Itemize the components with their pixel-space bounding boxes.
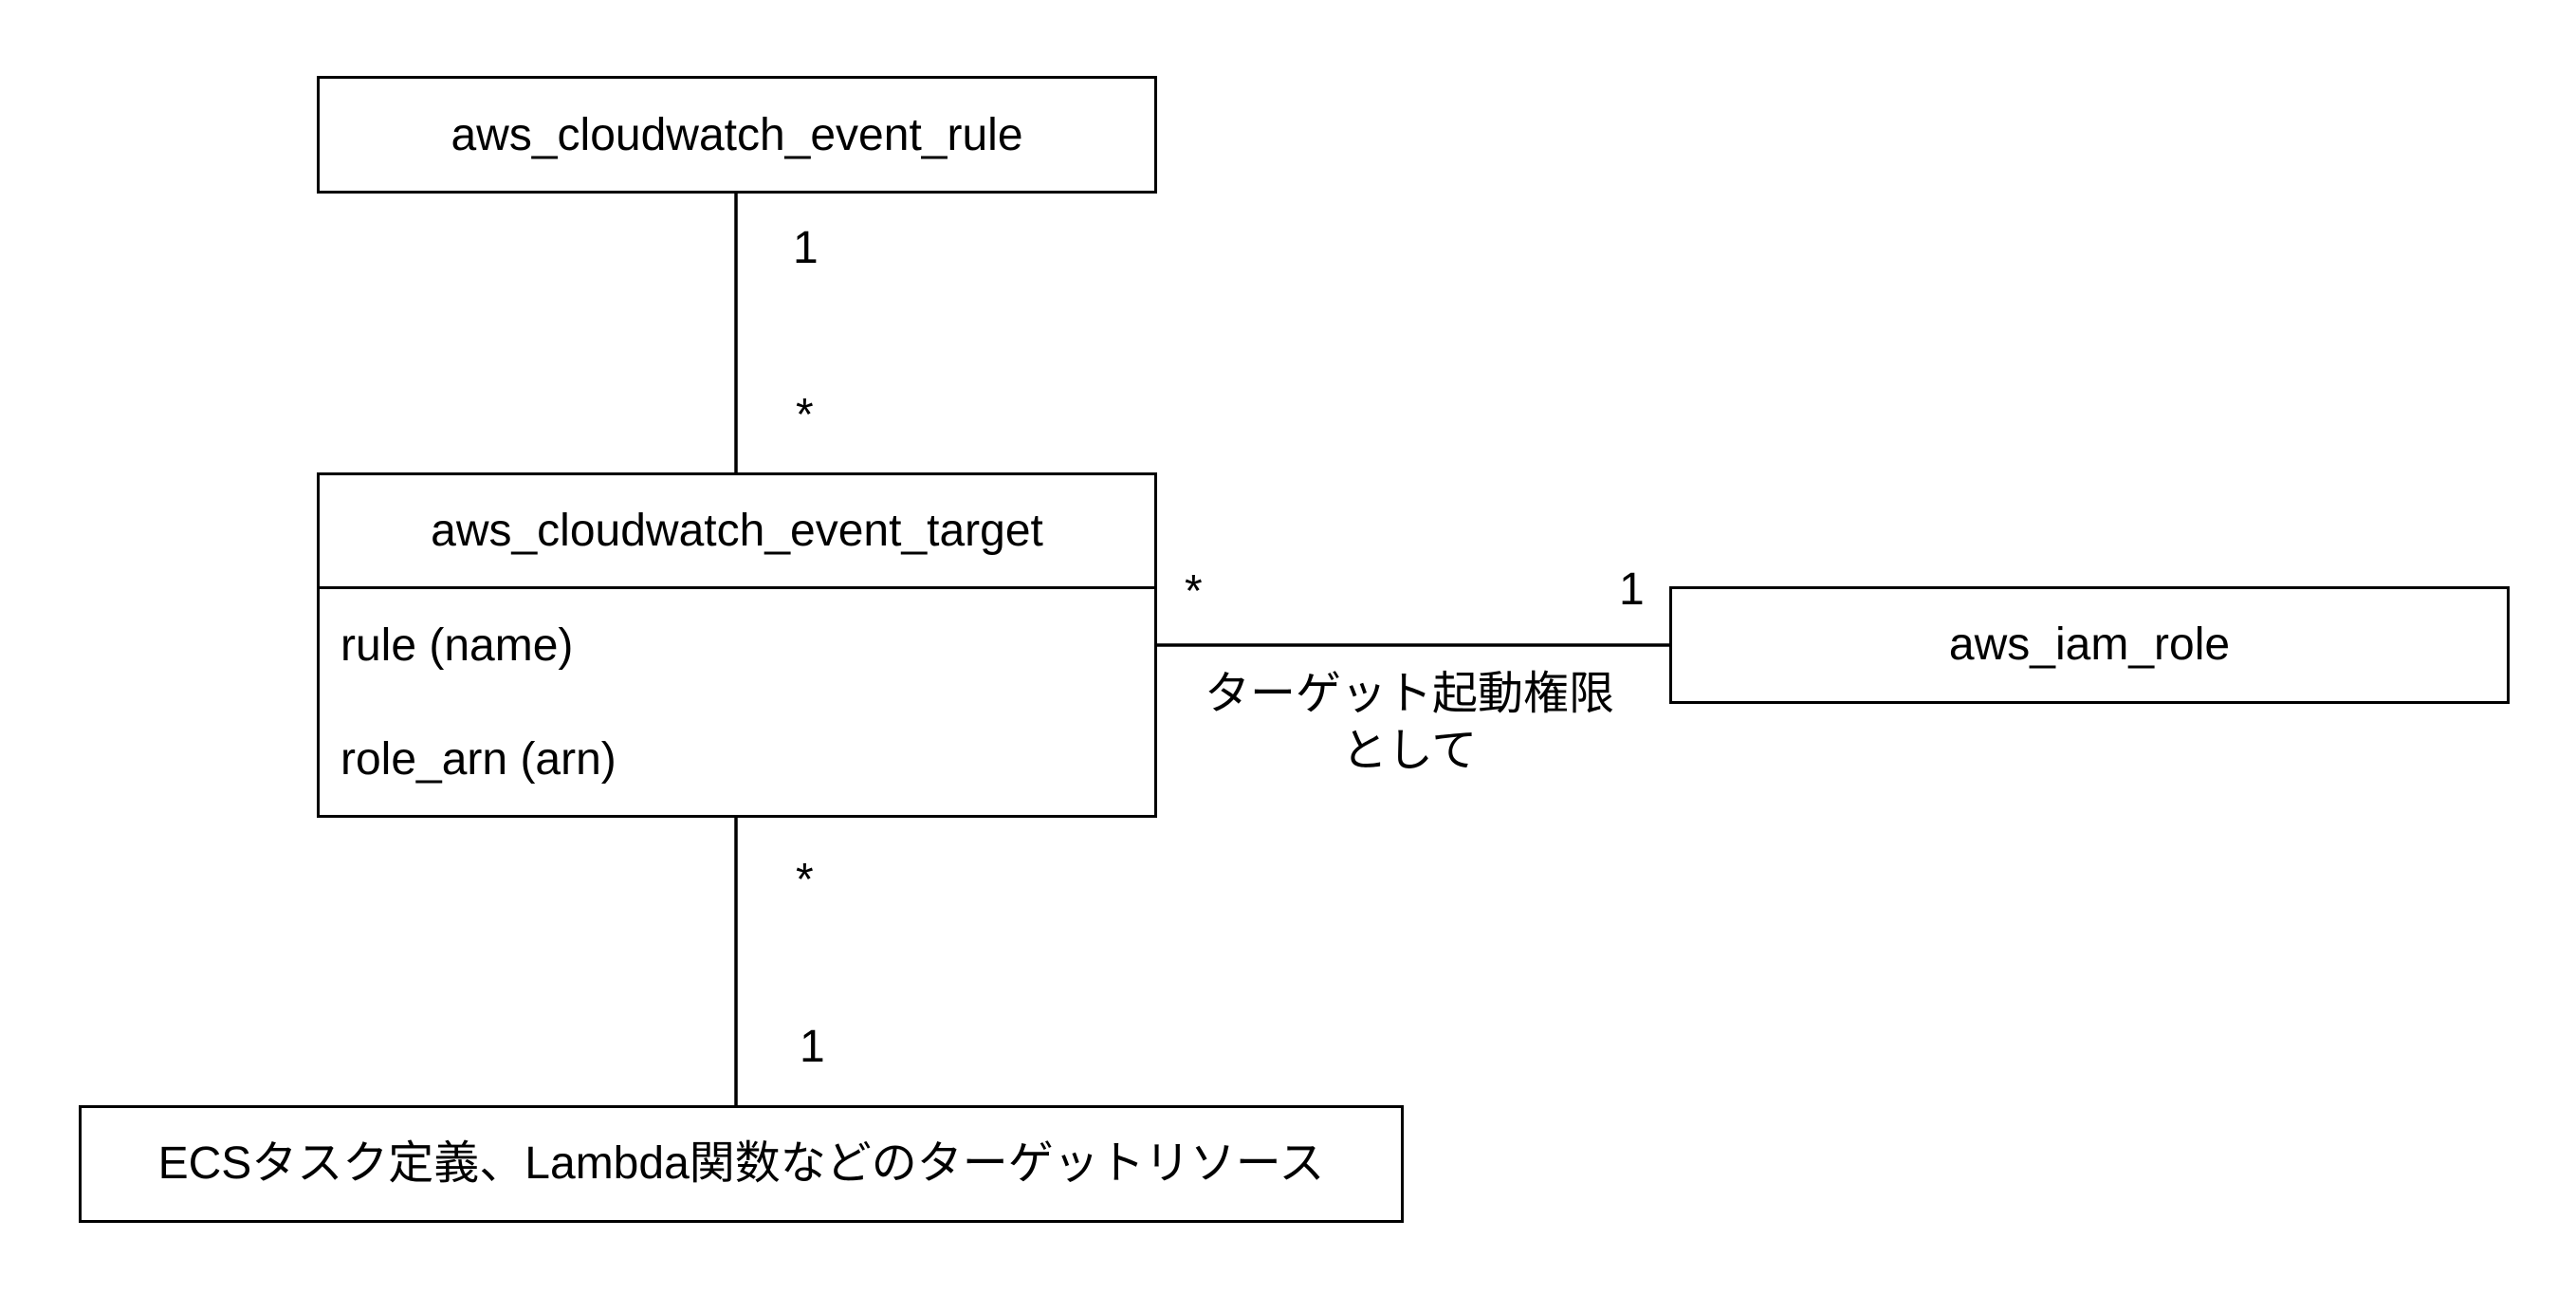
attribute-role-arn: role_arn (arn) xyxy=(340,734,616,785)
class-name-target-resource: ECSタスク定義、Lambda関数などのターゲットリソース xyxy=(157,1138,1325,1189)
class-name-iam-role: aws_iam_role xyxy=(1948,619,2231,670)
multiplicity-target-end-top: * xyxy=(796,390,814,440)
class-name-cloudwatch-event-target: aws_cloudwatch_event_target xyxy=(431,506,1043,556)
association-label-target-iam: ターゲット起動権限 として xyxy=(1204,669,1614,776)
class-box-iam-role[interactable]: aws_iam_role xyxy=(1669,586,2510,704)
multiplicity-resource-end: 1 xyxy=(800,1022,825,1072)
class-box-cloudwatch-event-rule[interactable]: aws_cloudwatch_event_rule xyxy=(317,76,1157,194)
class-name-cloudwatch-event-rule: aws_cloudwatch_event_rule xyxy=(451,110,1023,160)
multiplicity-target-end-right: * xyxy=(1185,566,1203,617)
class-box-target-resource[interactable]: ECSタスク定義、Lambda関数などのターゲットリソース xyxy=(79,1105,1404,1223)
multiplicity-target-end-bottom: * xyxy=(796,855,814,905)
class-compartment-divider xyxy=(320,586,1154,589)
class-box-cloudwatch-event-target[interactable]: aws_cloudwatch_event_target rule (name) … xyxy=(317,472,1157,818)
multiplicity-rule-end: 1 xyxy=(793,223,819,273)
attribute-rule-name: rule (name) xyxy=(340,620,574,671)
multiplicity-iam-end: 1 xyxy=(1619,564,1645,615)
